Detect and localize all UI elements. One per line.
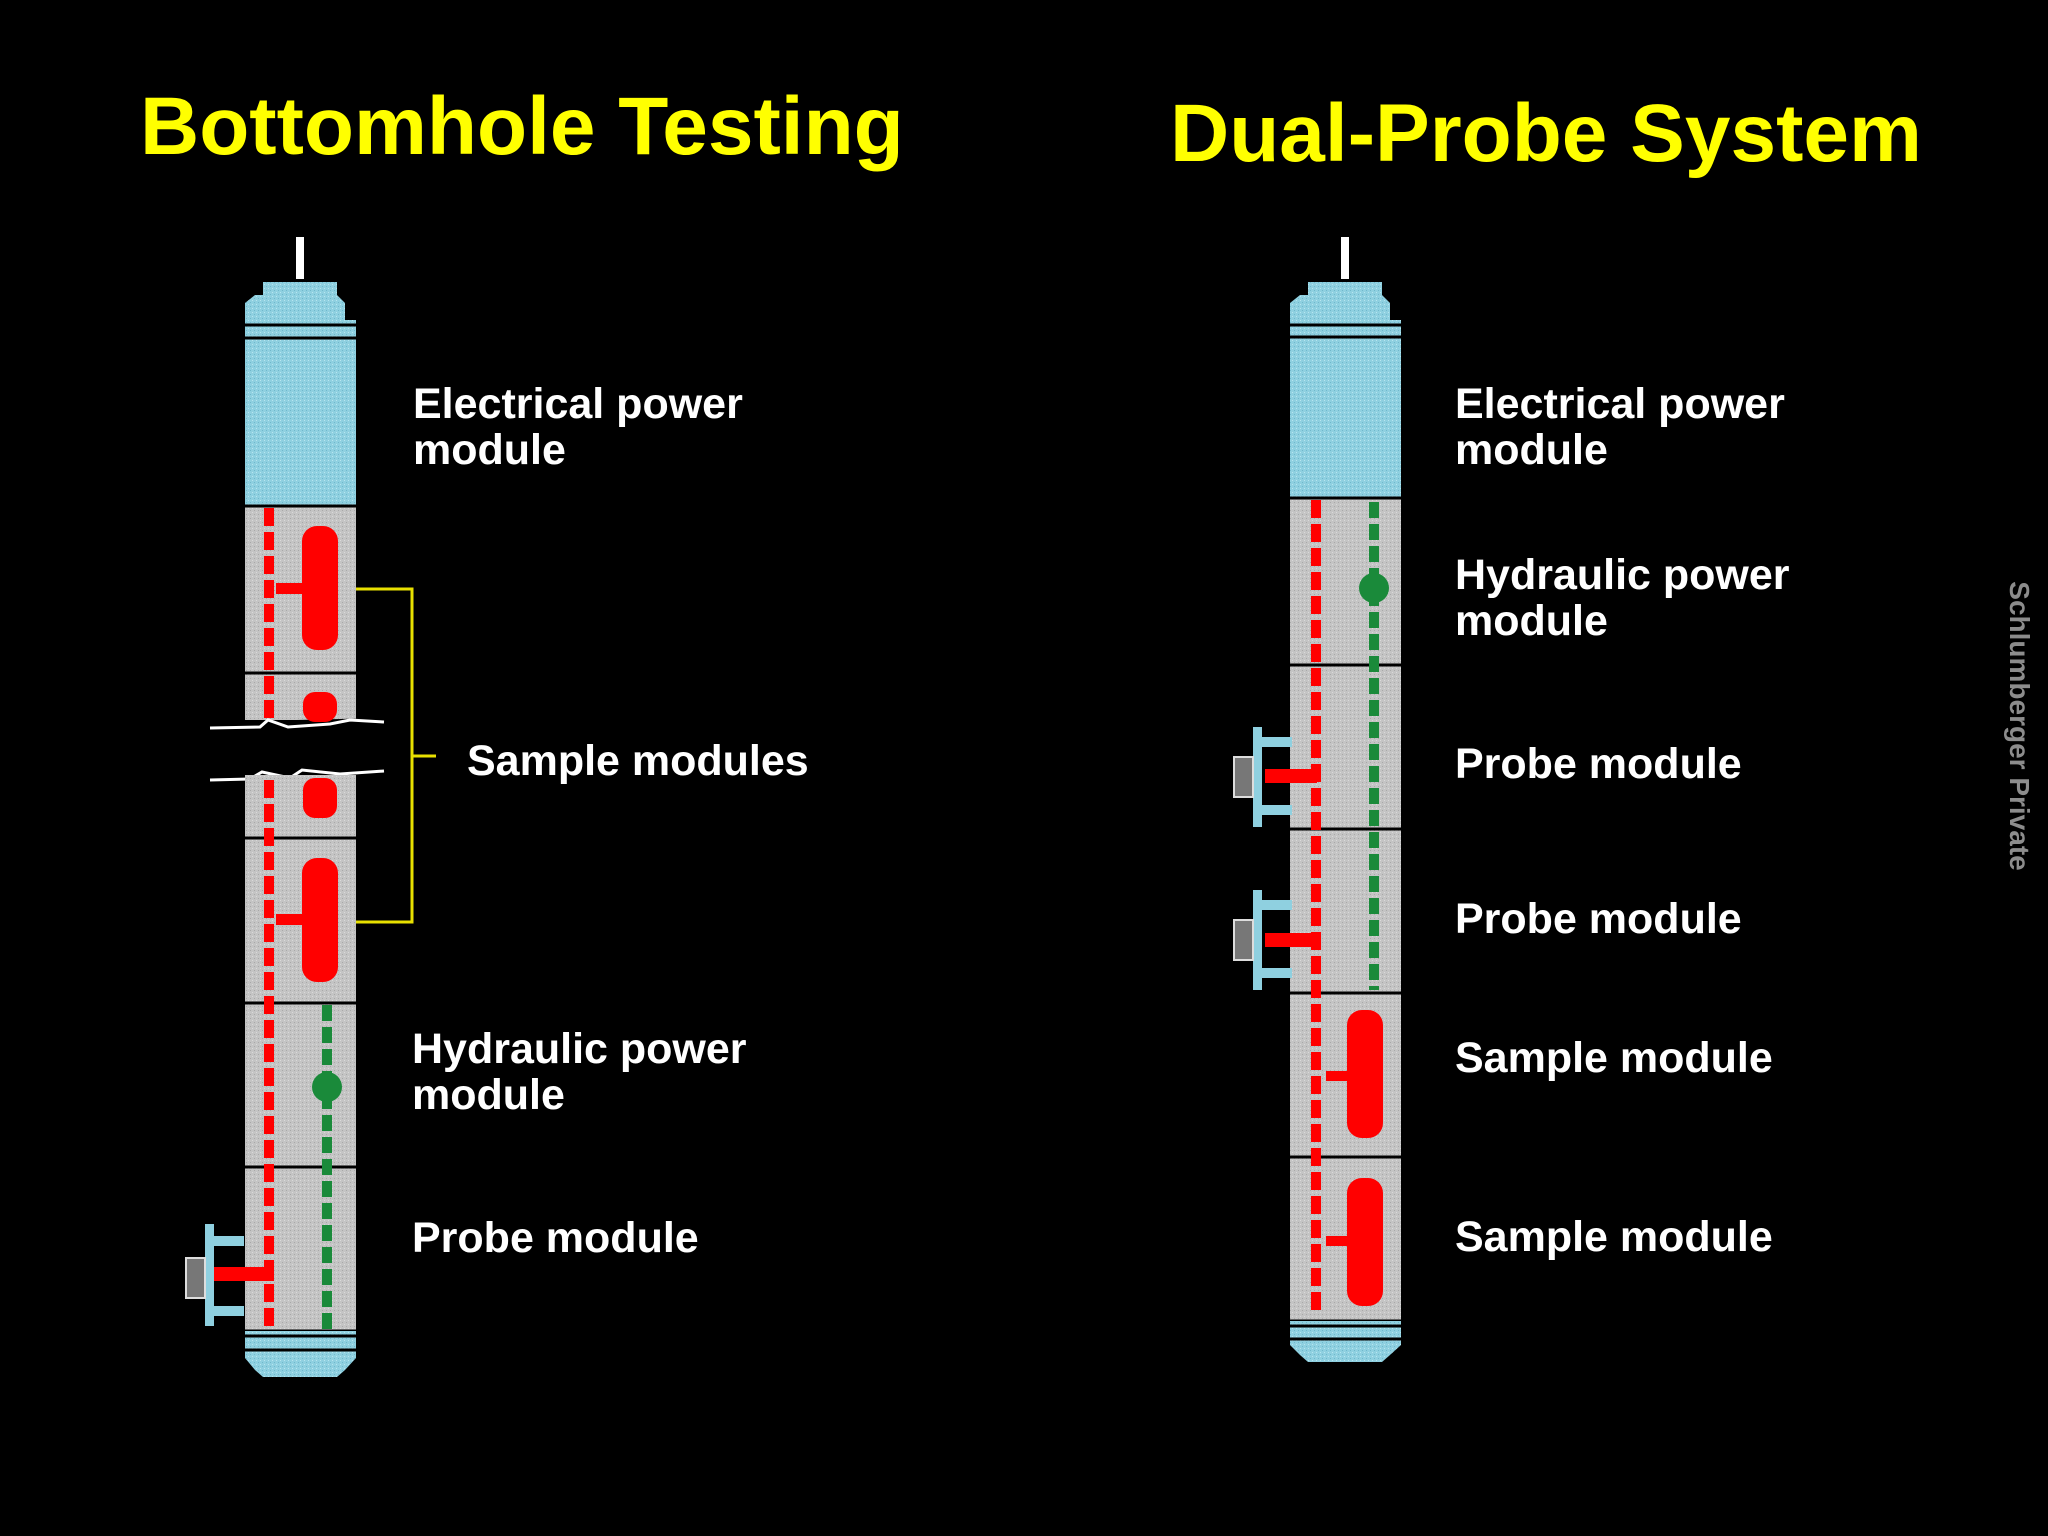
watermark: Schlumberger Private [2004,581,2035,871]
right-label-sample-1: Sample module [1455,1034,1773,1082]
right-label-probe-1: Probe module [1455,740,1742,788]
right-label-electrical: Electrical power module [1455,381,1785,473]
right-hydraulic-pump [1359,573,1389,603]
left-label-electrical: Electrical power module [413,381,743,473]
right-label-electrical-line2: module [1455,426,1608,474]
right-tool [1233,237,1401,1362]
right-sample-bottle-2 [1347,1178,1383,1306]
right-sample-bottle-1 [1347,1010,1383,1138]
left-label-electrical-line1: Electrical power [413,380,743,428]
right-top-cap [1290,282,1390,320]
left-lower-body [245,775,356,1331]
right-label-hydraulic-line1: Hydraulic power [1455,551,1790,599]
left-sample-bottle-1 [302,526,338,650]
right-label-electrical-line1: Electrical power [1455,380,1785,428]
right-cable-head [1341,237,1349,279]
left-label-electrical-line2: module [413,426,566,474]
left-sample-bottle-3 [302,858,338,982]
left-electrical-module [245,320,356,506]
right-electrical-module [1290,320,1401,498]
left-bottom-cap [245,1331,356,1377]
right-label-sample-2: Sample module [1455,1213,1773,1261]
left-label-hydraulic-line1: Hydraulic power [412,1025,747,1073]
right-bottom-cap [1290,1321,1401,1362]
left-label-hydraulic: Hydraulic power module [412,1026,747,1118]
left-probe-assembly [185,1224,274,1326]
left-tool [185,237,436,1377]
left-sample-bottle-2a [303,692,337,722]
left-hydraulic-pump [312,1072,342,1102]
left-label-sample-modules: Sample modules [467,737,809,785]
left-title: Bottomhole Testing [140,81,904,172]
right-label-hydraulic-line2: module [1455,597,1608,645]
right-title: Dual-Probe System [1170,88,1922,179]
left-label-hydraulic-line2: module [412,1071,565,1119]
right-label-probe-2: Probe module [1455,895,1742,943]
left-top-cap [245,282,345,320]
left-sample-bottle-2b [303,778,337,818]
left-sample-module-1 [245,506,356,720]
right-probe-assembly-1 [1233,727,1317,827]
left-cable-head [296,237,304,279]
right-probe-assembly-2 [1233,890,1317,990]
right-label-hydraulic: Hydraulic power module [1455,552,1790,644]
left-tool-break [210,718,384,778]
right-lower-body [1290,498,1401,1321]
left-label-probe: Probe module [412,1214,699,1262]
